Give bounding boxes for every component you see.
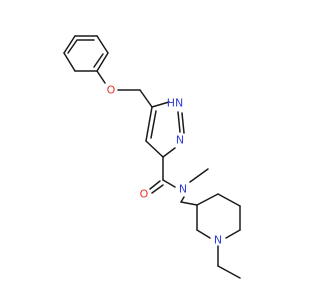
bond [162,147,176,158]
amide-nitrogen-label: N [179,183,187,196]
carboxamide-group [149,156,209,203]
bond [96,52,109,72]
n-methyl-bond [189,168,209,183]
bond [145,140,164,158]
molecule-canvas: O HN N O N N [63,35,241,279]
bond [151,101,170,108]
bond [139,89,153,108]
bond [63,52,76,72]
bond [196,193,219,206]
ring-double-bond [181,112,185,134]
carbonyl-double-bond [151,184,164,194]
bond [96,35,109,54]
ring-double-bond [150,110,157,139]
aromatic-double-bond [93,53,104,68]
bond [180,201,198,206]
n-ethyl-group [217,245,241,279]
bond [180,196,185,203]
pyrazole-n-label: N [176,134,184,147]
bond [177,111,181,133]
bond [162,179,176,188]
bond [145,106,153,142]
methylene-linker [180,201,198,206]
phenyl-ring [63,35,109,72]
bond [196,229,211,239]
carbonyl-oxygen-label: O [140,188,149,201]
pyrazole-ring [145,101,185,158]
ether-linkage [96,70,153,108]
piperidine-nitrogen-label: N [214,234,222,247]
piperidine-ring [196,193,241,239]
bond [96,70,106,84]
bond [217,193,241,207]
bond [225,229,241,239]
aromatic-double-bond [67,39,78,54]
carbonyl-double-bond [149,180,161,190]
bond [63,35,76,54]
pyrazole-nh-label: HN [167,97,184,110]
bond [217,265,241,279]
structure-drawing: O HN N O N N [63,35,241,279]
ether-oxygen-label: O [107,84,116,97]
